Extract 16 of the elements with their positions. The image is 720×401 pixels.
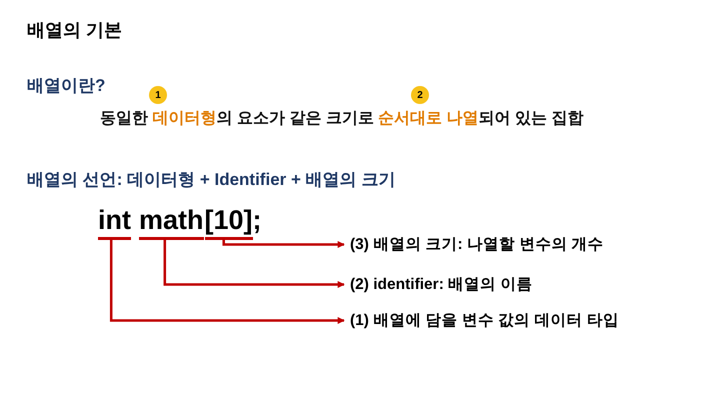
annotation-text: (3) 배열의 크기: 나열할 변수의 개수	[350, 234, 604, 255]
definition-text: 동일한 데이터형의 요소가 같은 크기로 순서대로 나열되어 있는 집합	[100, 109, 584, 129]
section-heading: 배열의 선언: 데이터형 + Identifier + 배열의 크기	[27, 169, 396, 191]
callout-number: 2	[411, 86, 429, 104]
title: 배열의 기본	[27, 19, 122, 42]
arrow	[110, 240, 345, 324]
code-token: int	[98, 205, 131, 240]
code-text: ;	[252, 205, 262, 236]
callout-number: 1	[149, 86, 167, 104]
annotation-text: (1) 배열에 담을 변수 값의 데이터 타입	[350, 310, 619, 331]
code-token: math	[139, 205, 204, 240]
section-heading: 배열이란?	[27, 75, 106, 97]
code-token: [10]	[204, 205, 253, 240]
annotation-text: (2) identifier: 배열의 이름	[350, 274, 532, 295]
arrow	[222, 240, 345, 248]
arrow	[164, 240, 345, 288]
